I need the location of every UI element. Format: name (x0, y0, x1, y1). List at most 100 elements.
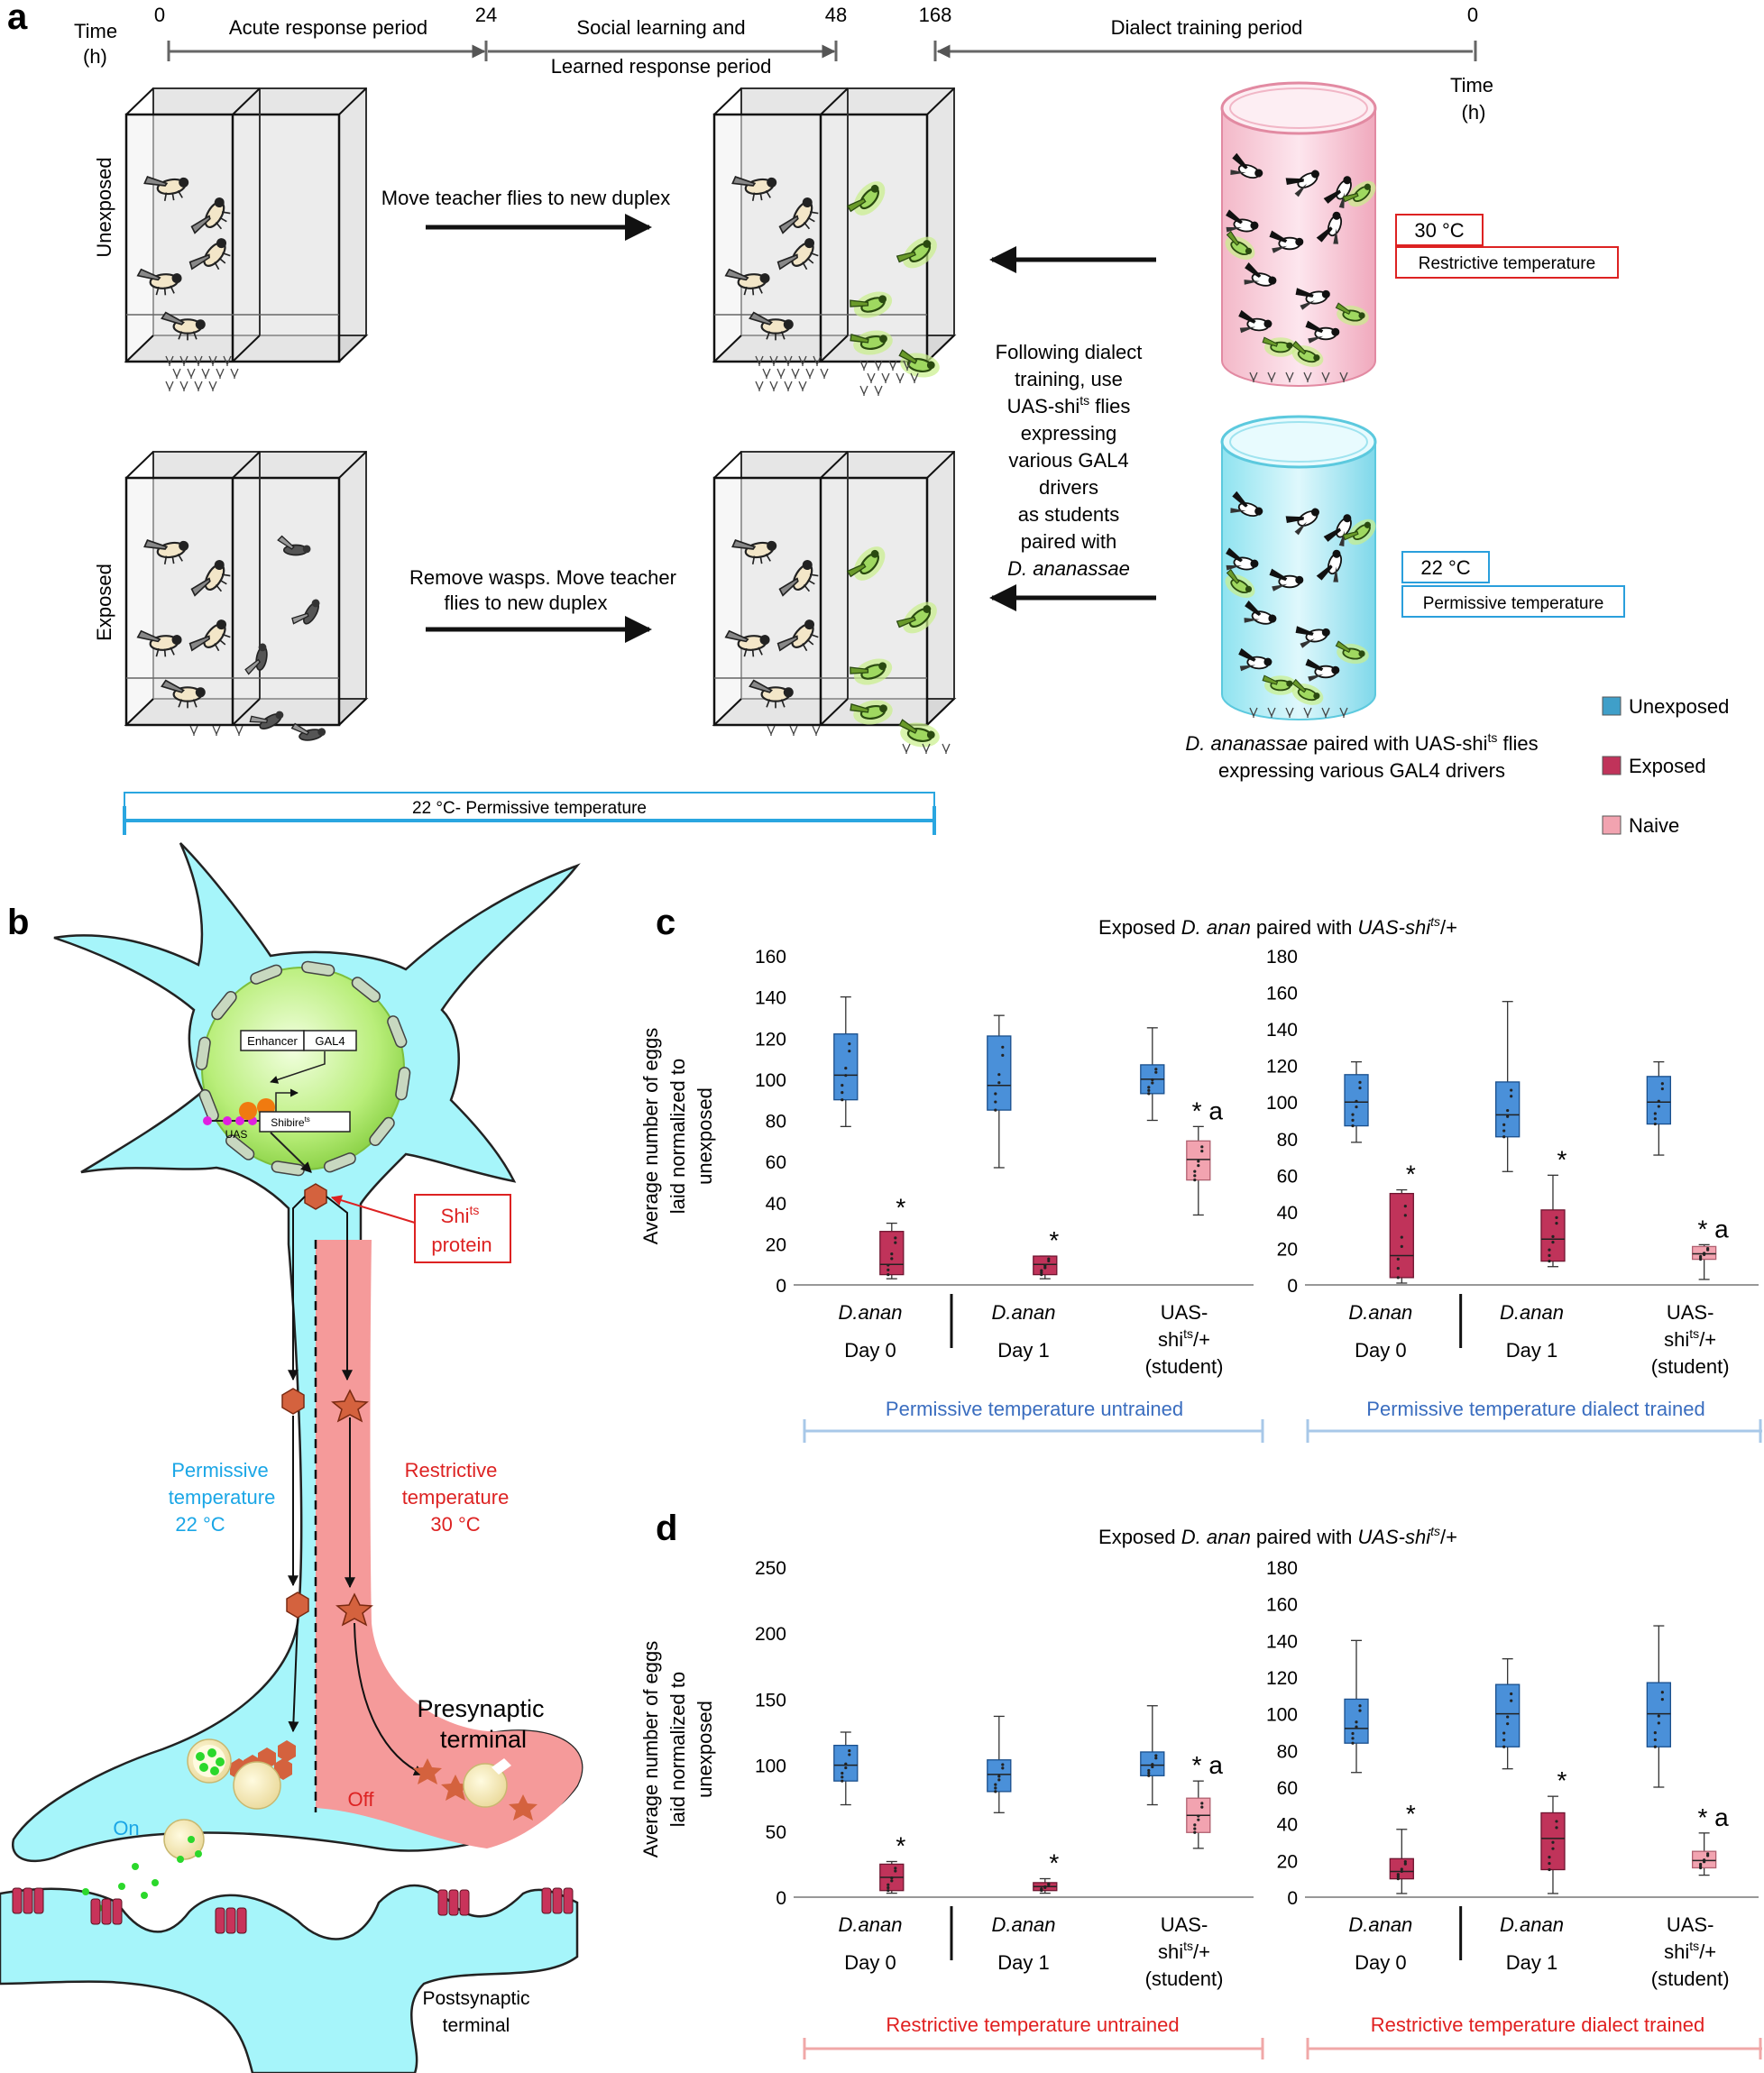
nuclear-pore (211, 991, 237, 1021)
y-tick-label: 40 (766, 1194, 786, 1215)
time-label-left: Time (74, 20, 117, 42)
data-point (1510, 1088, 1513, 1092)
group-label-genotype: shits/+ (1158, 1326, 1210, 1351)
data-point (1510, 1095, 1513, 1098)
data-point (848, 1050, 851, 1053)
significance-marker: * a (1698, 1215, 1730, 1243)
data-point (1351, 1737, 1355, 1740)
shi-protein-label-1: Shits (441, 1203, 480, 1227)
significance-marker: * a (1698, 1803, 1730, 1831)
y-tick-label: 200 (755, 1624, 786, 1645)
egg (867, 372, 876, 384)
data-point (1506, 1114, 1510, 1118)
dialect-period-label: Dialect training period (1111, 16, 1303, 39)
data-point (894, 1867, 897, 1870)
group-label-student: (student) (1651, 1968, 1730, 1990)
panel-d-letter: d (656, 1509, 677, 1548)
genotype-suffix: /+ (1699, 1940, 1716, 1963)
egg (189, 725, 198, 737)
panel-d-title: Exposed D. anan paired with UAS-shits/+ (1098, 1524, 1457, 1548)
data-point (1660, 1082, 1664, 1086)
data-point (1551, 1241, 1555, 1244)
ylabel-line: unexposed (694, 1087, 716, 1185)
group-label-day: Day 0 (1355, 1339, 1406, 1362)
egg (805, 368, 814, 380)
y-tick-label: 100 (1266, 1705, 1298, 1726)
cage-edge (713, 335, 742, 362)
restrictive-path-arrow-3 (354, 1622, 426, 1776)
receptor (215, 1907, 247, 1934)
vial-restrictive (1218, 81, 1382, 387)
nuclear-pore (387, 1015, 408, 1049)
group-label-species: D.anan (1500, 1301, 1564, 1324)
data-point (997, 1081, 1001, 1085)
data-point (1043, 1885, 1047, 1889)
uas-label: UAS (225, 1128, 248, 1141)
genotype-sup: ts (1689, 1939, 1699, 1953)
data-point (1197, 1814, 1200, 1818)
data-point (1193, 1823, 1197, 1827)
data-point (1358, 1086, 1362, 1090)
bracket-c-left: Permissive temperature untrained (803, 1398, 1264, 1443)
data-point (887, 1885, 890, 1890)
box-unexposed (1646, 1060, 1671, 1156)
data-point (894, 1241, 897, 1244)
data-point (1706, 1852, 1710, 1856)
receptor-subunit (459, 1889, 470, 1916)
following-line: as students (1018, 503, 1120, 526)
social-learning-label: Social learning and (576, 16, 745, 39)
data-point (1151, 1081, 1154, 1085)
data-point (841, 1091, 844, 1095)
significance-marker: * (1049, 1849, 1059, 1877)
shibire-label: Shibirets (271, 1115, 310, 1129)
egg (789, 725, 798, 737)
data-point (1355, 1099, 1358, 1103)
genotype-text: shi (1664, 1940, 1689, 1963)
data-point (1154, 1068, 1158, 1071)
following-line: various GAL4 (1008, 449, 1128, 472)
panel-c: c Exposed D. anan paired with UAS-shits/… (639, 903, 1762, 1443)
box-exposed (1540, 1174, 1566, 1268)
data-point (997, 1775, 1001, 1778)
receptor-subunit (437, 1889, 448, 1916)
tick-0-end: 0 (1467, 4, 1478, 26)
expression-arrow (270, 1132, 312, 1173)
time-unit-left: (h) (83, 45, 107, 68)
tick-24: 24 (475, 4, 497, 26)
data-point (1355, 1105, 1358, 1109)
data-point (887, 1883, 890, 1886)
presynaptic-label-2: terminal (440, 1726, 527, 1753)
presynaptic-label-1: Presynaptic (417, 1695, 544, 1722)
y-tick-label: 0 (1287, 1888, 1298, 1909)
receptor-subunit (448, 1889, 459, 1916)
data-point (1657, 1721, 1660, 1725)
y-tick-label: 180 (1266, 947, 1298, 968)
data-point (844, 1762, 848, 1766)
restrictive-label-2: temperature (402, 1486, 510, 1509)
egg (172, 368, 181, 380)
y-tick-label: 100 (755, 1070, 786, 1091)
data-point (1040, 1887, 1043, 1891)
box-exposed (1389, 1829, 1414, 1894)
y-tick-label: 50 (766, 1822, 786, 1843)
vial-caption-line-2: expressing various GAL4 drivers (1218, 759, 1505, 782)
y-tick-label: 120 (1266, 1668, 1298, 1689)
box-naive (1186, 1780, 1211, 1849)
data-point (1396, 1257, 1400, 1261)
group-label-genotype: shits/+ (1664, 1326, 1716, 1351)
data-point (1151, 1765, 1154, 1769)
data-point (994, 1092, 997, 1096)
group-label-species: D.anan (1348, 1913, 1412, 1936)
significance-marker: * (1557, 1145, 1567, 1173)
data-point (1147, 1774, 1151, 1777)
permissive-path-arrow (288, 1196, 306, 1381)
egg (784, 381, 793, 392)
data-point (1147, 1768, 1151, 1773)
nuclear-pore (323, 1152, 356, 1173)
arrow-label-exposed-1: Remove wasps. Move teacher (409, 566, 676, 589)
significance-marker: * a (1192, 1096, 1224, 1124)
genotype-text: shi (1158, 1940, 1183, 1963)
receptor-subunit (101, 1898, 112, 1925)
data-point (1657, 1099, 1660, 1103)
box-unexposed (1495, 1001, 1521, 1172)
